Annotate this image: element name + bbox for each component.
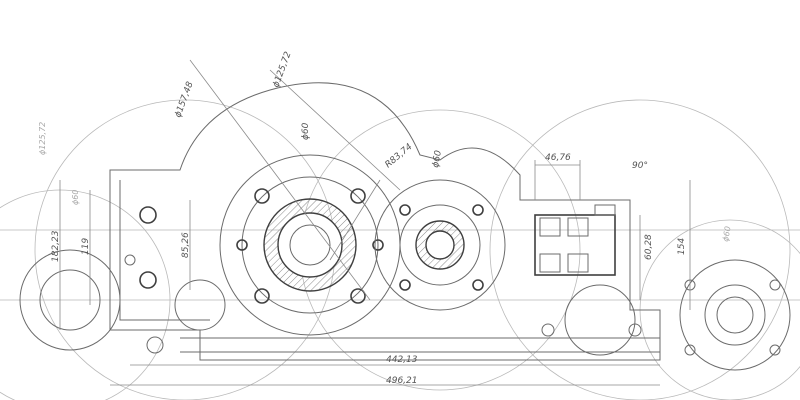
dim-label: 119 bbox=[81, 238, 91, 255]
dim-label: ϕ157,48 bbox=[173, 80, 195, 119]
dim-label: ϕ60 bbox=[721, 226, 733, 243]
dim-label: 46,76 bbox=[545, 153, 571, 163]
right-shaft bbox=[679, 259, 791, 371]
dim-label: ϕ125,72 bbox=[271, 50, 293, 89]
dim-label: R83,74 bbox=[384, 142, 415, 170]
dim-label: ϕ60 bbox=[301, 122, 311, 140]
dim-label: ϕ60 bbox=[431, 149, 444, 168]
dim-label: ϕ60 bbox=[71, 190, 80, 205]
dimension-lines bbox=[59, 59, 691, 386]
bearing-assembly bbox=[534, 204, 642, 356]
dim-label: 496,21 bbox=[386, 376, 418, 386]
right-gear bbox=[374, 179, 506, 311]
housing-outline bbox=[109, 82, 661, 361]
dim-label: 90° bbox=[632, 161, 648, 171]
dim-label: 182,23 bbox=[51, 230, 61, 262]
dim-label: 154 bbox=[677, 238, 687, 255]
dim-label: 60,28 bbox=[644, 234, 654, 260]
dim-label: 85,26 bbox=[181, 232, 191, 258]
left-shaft bbox=[19, 206, 226, 354]
dim-label: ϕ125,72 bbox=[38, 122, 47, 155]
dim-label: 442,13 bbox=[386, 355, 418, 365]
main-gear bbox=[219, 154, 401, 336]
